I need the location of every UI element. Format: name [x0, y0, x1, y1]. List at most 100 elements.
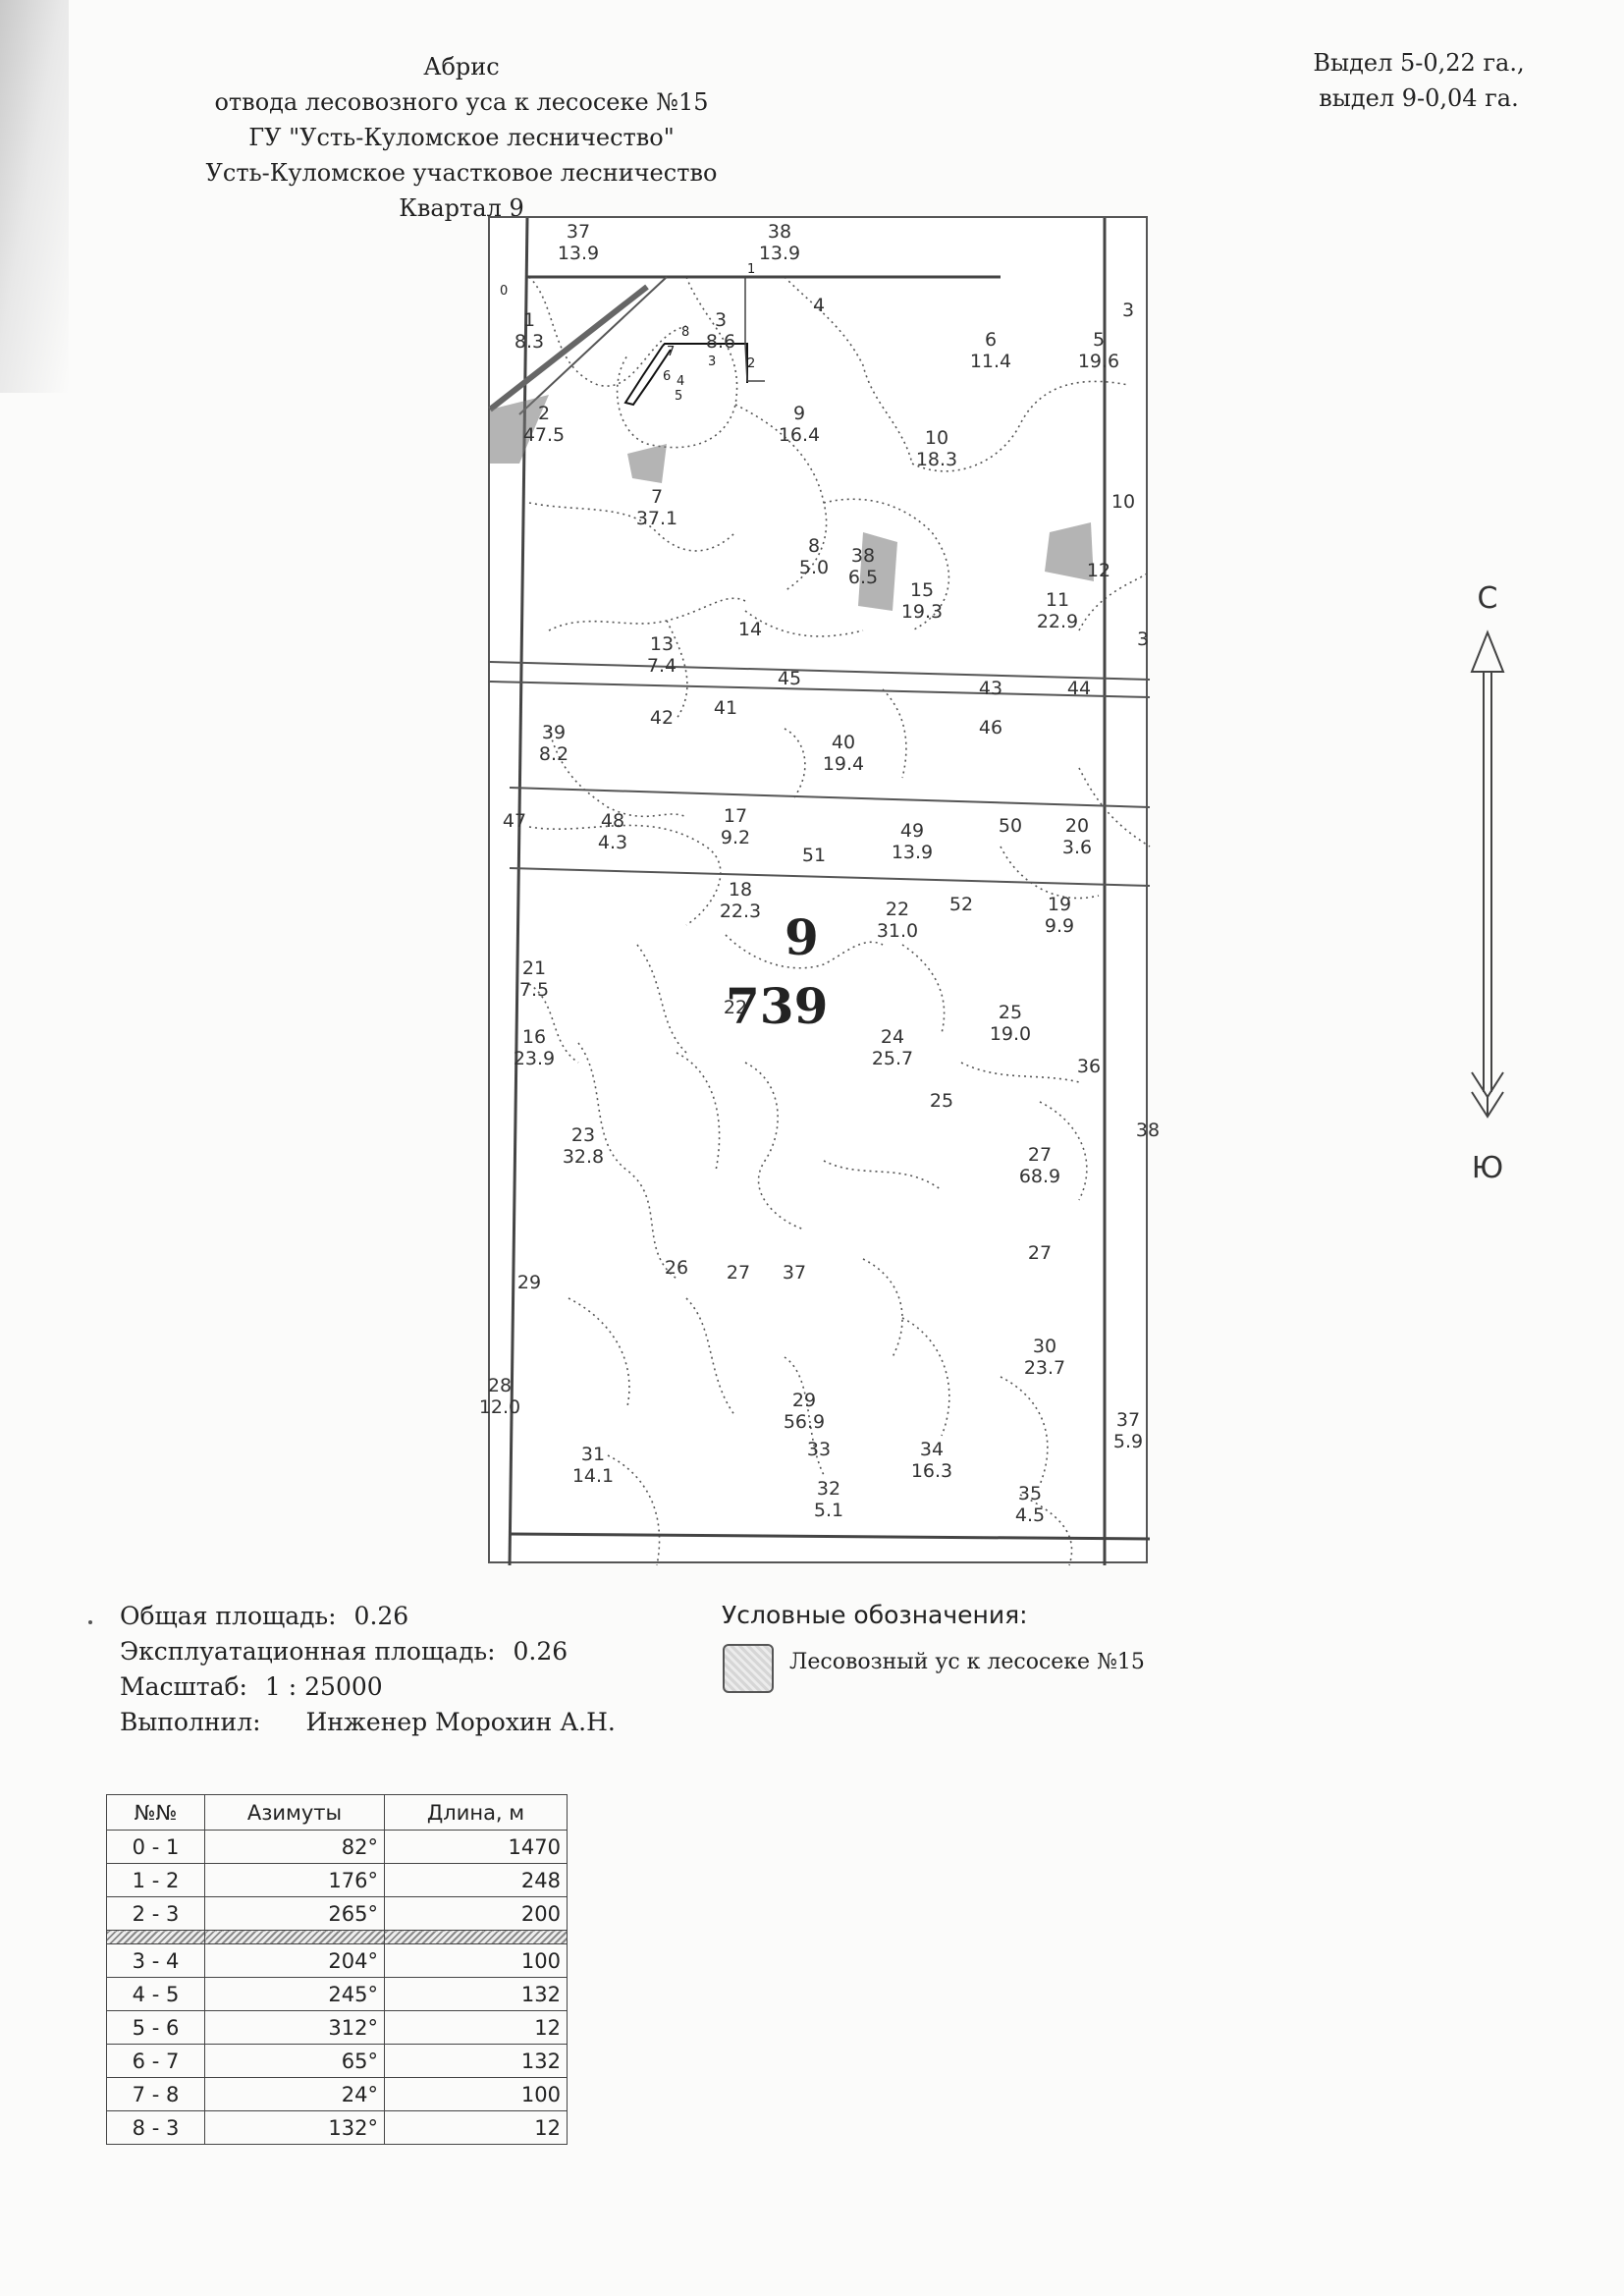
compartment-area: 3.6	[1062, 837, 1092, 858]
separator-cell	[106, 1930, 205, 1944]
quarter-area: 739	[726, 977, 828, 1035]
survey-point-label: 6	[663, 369, 671, 384]
compartment-number: 3	[1122, 300, 1134, 321]
vydel-line-2: выдел 9-0,04 га.	[1319, 84, 1519, 112]
compartment-area: 18.3	[916, 449, 957, 470]
azimuth-cell: 176°	[204, 1863, 385, 1897]
done-by-label: Выполнил:	[120, 1708, 261, 1736]
compartment-number: 17	[724, 805, 747, 827]
compartment-area: 5.0	[799, 557, 829, 578]
compartment-area: 22.9	[1037, 611, 1078, 632]
separator-cell	[204, 1930, 385, 1944]
compartment-number: 10	[1111, 491, 1135, 513]
compartment-number: 19	[1048, 894, 1071, 915]
compartment-number: 13	[650, 633, 674, 655]
compartment-area: 19.0	[990, 1023, 1031, 1045]
segment-cell: 5 - 6	[106, 2010, 205, 2045]
compartment-area: 25.7	[872, 1048, 913, 1069]
compass-south-label: Ю	[1471, 1151, 1504, 1185]
header-number: №№	[106, 1794, 205, 1831]
document-header: Абрис отвода лесовозного уса к лесосеке …	[137, 49, 785, 226]
compartment-number: 41	[714, 697, 737, 719]
compartment-number: 35	[1018, 1483, 1042, 1504]
compartment-number: 27	[727, 1262, 750, 1284]
summary-total-area: Общая площадь: 0.26	[120, 1599, 616, 1634]
forest-map-drawing: 3713.93813.918.338.64611.4519.6247.5916.…	[479, 217, 1160, 1566]
legend-title: Условные обозначения:	[722, 1601, 1028, 1629]
compartment-number: 44	[1067, 678, 1091, 699]
compartment-number: 37	[783, 1262, 806, 1284]
compartment-number: 30	[1033, 1336, 1056, 1357]
compartment-area: 31.0	[877, 920, 918, 942]
compartment-number: 36	[1077, 1056, 1101, 1077]
summary-done-by: Выполнил: Инженер Морохин А.Н.	[120, 1705, 616, 1740]
compartment-area: 13.9	[558, 243, 599, 264]
compartment-area: 5.1	[814, 1500, 843, 1521]
compartment-number: 18	[729, 879, 752, 901]
compartment-number: 40	[832, 732, 855, 753]
compartment-area: 19.6	[1078, 351, 1119, 372]
vydel-line-1: Выдел 5-0,22 га.,	[1313, 49, 1525, 77]
segment-cell: 3 - 4	[106, 1943, 205, 1978]
compartment-area: 11.4	[970, 351, 1011, 372]
total-area-label: Общая площадь:	[120, 1602, 337, 1630]
compartment-area: 16.4	[779, 424, 820, 446]
compartment-number: 6	[985, 329, 997, 351]
compartment-number: 37	[567, 221, 590, 243]
compartment-area: 47.5	[523, 424, 565, 446]
table-header-row: №№ Азимуты Длина, м	[106, 1794, 568, 1831]
scan-speck	[88, 1620, 92, 1624]
compartment-number: 25	[999, 1002, 1022, 1023]
compartment-number: 24	[881, 1026, 904, 1048]
compartment-number: 38	[1136, 1120, 1160, 1141]
compartment-area: 4.5	[1015, 1504, 1045, 1526]
compartment-number: 42	[650, 707, 674, 729]
azimuth-cell: 265°	[204, 1896, 385, 1931]
compartment-number: 3	[715, 309, 727, 331]
compartment-number: 5	[1093, 329, 1105, 351]
hatched-areas	[490, 395, 1094, 611]
segment-cell: 6 - 7	[106, 2044, 205, 2078]
compartment-area: 7.5	[519, 979, 549, 1001]
compartment-area: 32.8	[563, 1146, 604, 1168]
compartment-number: 43	[979, 678, 1002, 699]
compartment-number: 15	[910, 579, 934, 601]
summary-block: Общая площадь: 0.26 Эксплуатационная пло…	[120, 1599, 616, 1740]
compartment-number: 47	[503, 810, 526, 832]
compartment-number: 4	[813, 295, 825, 316]
compartment-area: 22.3	[720, 901, 761, 922]
segment-cell: 7 - 8	[106, 2077, 205, 2111]
survey-point-label: 1	[747, 262, 755, 277]
compartment-number: 22	[886, 899, 909, 920]
quarter-number: 9	[785, 908, 819, 966]
compartment-area: 4.3	[598, 832, 627, 853]
compartment-area: 8.6	[706, 331, 735, 353]
length-cell: 12	[384, 2010, 568, 2045]
compartment-area: 14.1	[572, 1465, 614, 1487]
azimuth-cell: 204°	[204, 1943, 385, 1978]
compass: С Ю	[1448, 581, 1527, 1200]
header-organization: ГУ "Усть-Куломское лесничество"	[248, 124, 675, 151]
azimuth-cell: 132°	[204, 2110, 385, 2145]
compartment-number: 25	[930, 1090, 953, 1112]
compartment-number: 52	[949, 894, 973, 915]
done-by-value: Инженер Морохин А.Н.	[305, 1708, 616, 1736]
compartment-area: 13.9	[892, 842, 933, 863]
logging-road-route	[623, 343, 748, 407]
exploit-area-label: Эксплуатационная площадь:	[120, 1637, 496, 1666]
compartment-number: 32	[817, 1478, 840, 1500]
compartment-number: 9	[793, 403, 805, 424]
compartment-number: 27	[1028, 1144, 1052, 1166]
segment-cell: 4 - 5	[106, 1977, 205, 2011]
summary-scale: Масштаб: 1 : 25000	[120, 1669, 616, 1705]
survey-point-label: 7	[667, 345, 675, 359]
scale-value: 1 : 25000	[264, 1672, 383, 1701]
segment-cell: 8 - 3	[106, 2110, 205, 2145]
length-cell: 132	[384, 1977, 568, 2011]
compartment-number: 7	[651, 486, 663, 508]
